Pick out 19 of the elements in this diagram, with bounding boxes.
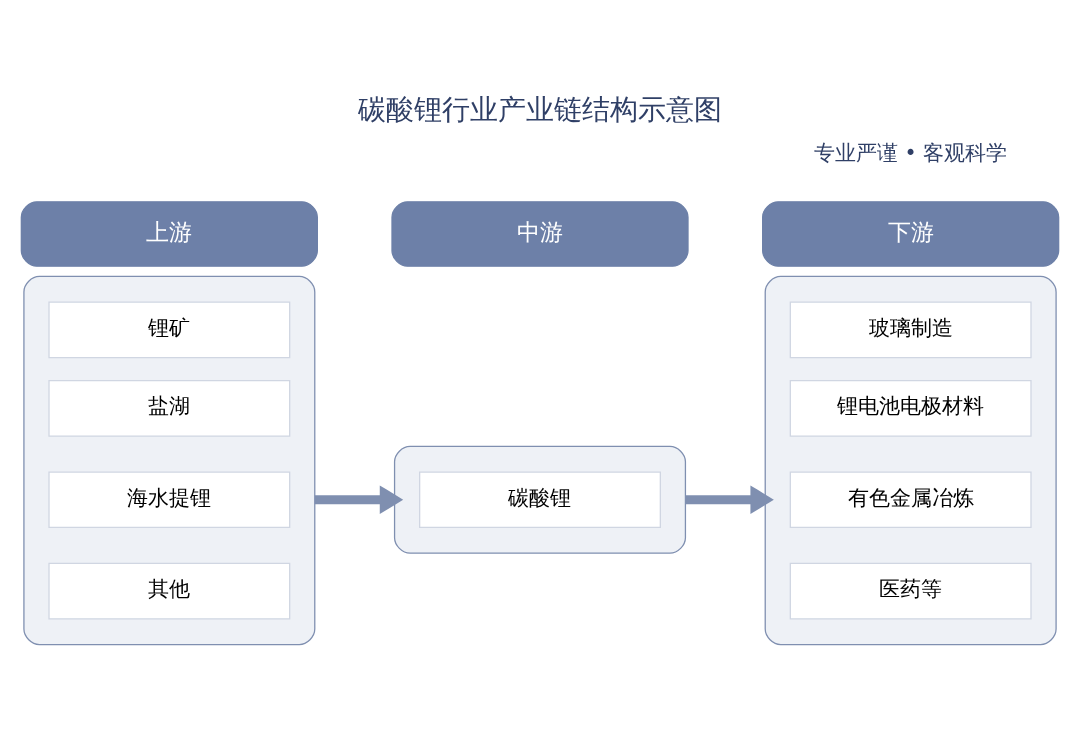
node-box: 其他 <box>48 562 291 619</box>
node-box: 锂矿 <box>48 301 291 358</box>
arrow <box>314 484 404 514</box>
node-box: 玻璃制造 <box>789 301 1032 358</box>
node-box: 有色金属冶炼 <box>789 470 1032 528</box>
cluster <box>23 275 316 645</box>
node-box: 下游 <box>762 200 1060 267</box>
cluster <box>764 275 1057 645</box>
node-box: 锂电池电极材料 <box>789 379 1032 437</box>
cluster <box>393 445 687 554</box>
diagram-title: 碳酸锂行业产业链结构示意图 <box>358 92 722 126</box>
node-box: 上游 <box>20 200 318 267</box>
node-box: 海水提锂 <box>48 470 291 528</box>
arrow <box>685 484 774 514</box>
node-box: 盐湖 <box>48 379 291 437</box>
node-box: 碳酸锂 <box>419 470 661 528</box>
node-box: 中游 <box>391 200 689 267</box>
node-box: 医药等 <box>789 562 1032 619</box>
label: 专业严谨 • 客观科学 <box>814 140 1008 165</box>
